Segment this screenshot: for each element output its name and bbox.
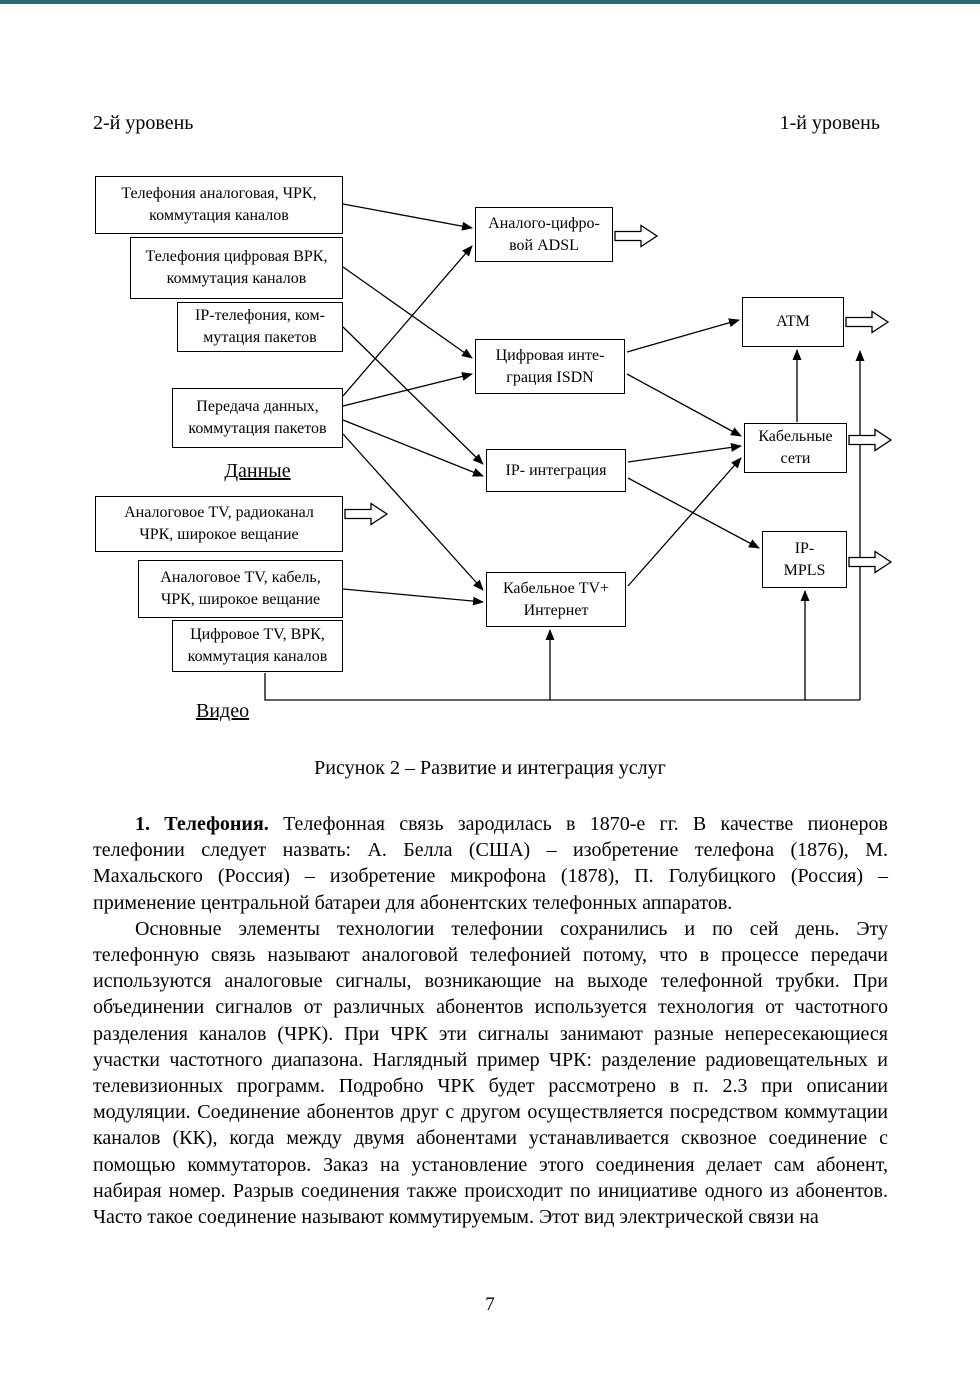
open-arrow-cable-networks-icon xyxy=(848,428,893,452)
box-telephony-analog: Телефония аналоговая, ЧРК, коммутация ка… xyxy=(95,176,343,234)
arrow-iptel-to-ipintegration xyxy=(342,326,484,465)
body-text: 1. Телефония. Телефонная связь зародилас… xyxy=(93,811,888,1230)
page-number: 7 xyxy=(485,1294,495,1315)
box-data-transfer: Передача данных, коммутация пакетов xyxy=(172,388,343,448)
arrow-data-to-ipintegration xyxy=(342,419,484,477)
box-ip-integration: IP- интеграция xyxy=(486,449,626,492)
open-arrow-adsl-icon xyxy=(614,224,659,248)
arrow-isdn-to-cablenetworks xyxy=(626,373,742,437)
box-ip-telephony: IP-телефония, ком- мутация пакетов xyxy=(177,302,343,352)
arrow-data-to-cabletv xyxy=(342,433,484,591)
paragraph-1: 1. Телефония. Телефонная связь зародилас… xyxy=(93,811,888,916)
video-bottom-line xyxy=(264,673,860,701)
box-cable-networks: Кабельные сети xyxy=(744,423,847,473)
arrow-data-to-isdn xyxy=(342,372,473,407)
box-isdn: Цифровая инте- грация ISDN xyxy=(475,339,625,394)
group-label-video: Видео xyxy=(196,700,250,722)
figure-caption: Рисунок 2 – Развитие и интеграция услуг xyxy=(314,757,666,779)
open-arrow-ip-mpls-icon xyxy=(848,550,893,574)
arrow-teldigital-to-isdn xyxy=(342,266,473,359)
box-tv-cable: Аналоговое TV, кабель, ЧРК, широкое веща… xyxy=(138,560,343,618)
box-atm: ATM xyxy=(742,297,844,347)
box-adsl: Аналого-цифро- вой ADSL xyxy=(475,207,613,262)
paragraph-1-lead: 1. Телефония. xyxy=(135,813,269,835)
scan-edge-strip xyxy=(0,0,980,4)
box-cable-tv-internet: Кабельное TV+ Интернет xyxy=(486,572,626,627)
level1-heading: 1-й уровень xyxy=(779,112,880,134)
level2-heading: 2-й уровень xyxy=(93,112,194,134)
open-arrow-tv-radio-icon xyxy=(344,502,389,526)
arrow-ipintegration-to-cablenetworks xyxy=(627,442,742,463)
box-ip-mpls: IP- MPLS xyxy=(762,531,847,588)
arrow-ipintegration-to-ipmpls xyxy=(627,477,760,549)
arrow-isdn-to-atm xyxy=(626,318,740,353)
arrow-tvcable-to-cabletv xyxy=(342,588,484,606)
open-arrow-atm-icon xyxy=(845,310,890,334)
box-tv-radio: Аналоговое TV, радиоканал ЧРК, широкое в… xyxy=(95,496,343,552)
open-output-arrows xyxy=(344,224,893,574)
arrow-telanalog-to-adsl xyxy=(342,203,473,231)
box-tv-digital: Цифровое TV, ВРК, коммутация каналов xyxy=(172,620,343,672)
arrow-cabletv-to-cablenetworks xyxy=(627,457,742,587)
paragraph-2: Основные элементы технологии телефонии с… xyxy=(93,917,888,1229)
group-label-data: Данные xyxy=(224,460,291,482)
arrow-data-to-adsl xyxy=(342,245,473,397)
paragraph-1-text: Телефонная связь зародилась в 1870-е гг.… xyxy=(93,813,888,914)
box-telephony-digital: Телефония цифровая ВРК, коммутация канал… xyxy=(130,237,343,299)
